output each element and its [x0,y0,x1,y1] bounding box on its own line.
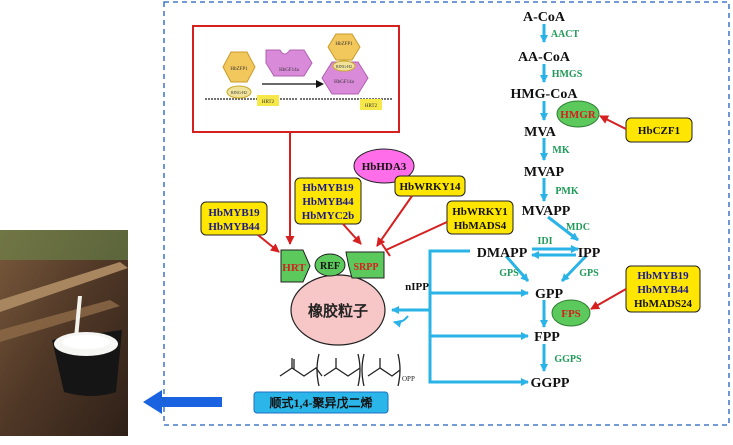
metabolite-acoa: A-CoA [523,10,566,25]
enzyme-hmgs: HMGS [552,69,583,80]
regulator-hda3-label: HbHDA3 [362,161,407,173]
metabolite-gpp: GPP [535,287,563,302]
regulator-fps-group: HbMYB19 HbMYB44 HbMADS24 [625,265,701,313]
regulator-srpp-group: HbMYB19 HbMYB44 HbMYC2b [294,177,362,225]
fps-oval [551,299,591,327]
wrky1-inhibits-srpp [385,221,448,251]
regulator-fps-2: HbMYB44 [637,284,689,296]
metabolite-dmapp: DMAPP [477,246,528,261]
opp-label: OPP [402,375,415,383]
pathway-arrows [391,24,588,386]
hrt-label: HRT [282,262,306,274]
regulator-wrky14-label: HbWRKY14 [399,181,461,193]
regulator-wrky14: HbWRKY14 [394,175,466,197]
metabolite-mvap: MVAP [524,165,565,180]
regulator-srpp-3: HbMYC2b [302,210,355,222]
inset-panel: HbZFP1 RING-H2 HRT2 HbGF14a HbZFP1 RING-… [192,25,400,133]
metabolite-ggpp: GGPP [531,376,570,391]
polyisoprene-structure [279,353,401,387]
metabolites: A-CoA AA-CoA HMG-CoA MVA MVAP MVAPP DMAP… [405,10,601,391]
regulator-to-fps-arrow [590,288,627,310]
metabolite-hmgcoa: HMG-CoA [511,87,579,102]
regulator-wrky1-1: HbWRKY1 [452,206,508,218]
enzyme-mdc: MDC [566,222,590,233]
particle-label: 橡胶粒子 [308,302,368,320]
czf1-to-hmgr-arrow [599,115,627,130]
enzyme-fps: FPS [561,308,581,320]
regulator-hda3: HbHDA3 [353,148,415,184]
rubber-tree-photo [0,230,128,436]
regulator-fps-3: HbMADS24 [634,298,693,310]
inset-zfp1-left: HbZFP1 [230,67,248,72]
regulator-hrt-1: HbMYB19 [208,207,260,219]
regulator-wrky1-2: HbMADS4 [454,220,507,232]
regulator-czf1-label: HbCZF1 [638,125,680,137]
product-label: 顺式1,4-聚异戊二烯 [270,395,373,410]
regulator-srpp-1: HbMYB19 [302,182,354,194]
regulator-to-hrt-arrow [257,234,280,253]
enzyme-hmgr: HMGR [560,109,596,121]
inset-gf14a-top: HbGF14a [279,68,300,73]
inset-gf14a-right: HbGF14a [334,80,355,85]
inset-hrt2-left: HRT2 [262,100,275,105]
enzyme-pmk: PMK [555,186,579,197]
enzyme-idi: IDI [537,236,552,247]
metabolite-ipp: IPP [578,246,601,261]
enzymes: AACT HMGS HMGR MK PMK MDC IDI GPS GPS FP… [499,29,600,365]
regulator-wrky1-group: HbWRKY1 HbMADS4 [446,200,514,235]
regulator-hrt-2: HbMYB44 [208,221,260,233]
regulator-hrt-group: HbMYB19 HbMYB44 [200,201,268,236]
metabolite-mva: MVA [524,125,557,140]
product-box: 顺式1,4-聚异戊二烯 [253,391,389,414]
metabolite-aacoa: AA-CoA [518,50,571,65]
diagram-frame [163,1,730,426]
enzyme-aact: AACT [551,29,580,40]
big-left-arrow [143,390,222,414]
enzyme-ggps: GGPS [554,354,582,365]
metabolite-fpp: FPP [534,330,560,345]
wrky14-to-srpp-arrow [376,195,413,247]
enzyme-mk: MK [552,145,569,156]
inset-hrt2-right: HRT2 [365,104,378,109]
enzyme-gps-right: GPS [579,268,599,279]
enzyme-gps-left: GPS [499,268,519,279]
inset-ring-left: RING-H2 [231,90,247,95]
regulator-srpp-2: HbMYB44 [302,196,354,208]
regulator-fps-1: HbMYB19 [637,270,689,282]
hmgr-oval [556,100,600,128]
inset-ring-right: RING-H2 [336,64,352,69]
regulator-czf1: HbCZF1 [625,117,693,143]
srpp-label: SRPP [354,262,379,273]
rubber-particle: 橡胶粒子 HRT REF SRPP [280,249,386,346]
inset-zfp1-right: HbZFP1 [335,42,353,47]
ref-label: REF [320,261,340,272]
metabolite-nipp: nIPP [405,281,429,293]
regulator-to-srpp-arrow [342,223,362,245]
metabolite-mvapp: MVAPP [522,204,571,219]
